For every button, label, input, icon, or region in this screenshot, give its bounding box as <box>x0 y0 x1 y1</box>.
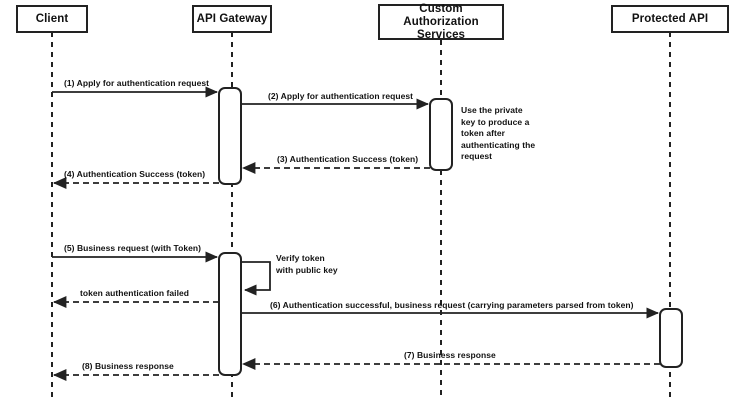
message-arrow-self-verify <box>241 261 271 296</box>
message-label-self-verify: Verify token with public key <box>276 252 338 276</box>
activation-custom-auth-service <box>429 98 453 171</box>
participant-label: Custom Authorization Services <box>403 2 479 41</box>
self-label-line-2: with public key <box>276 265 338 275</box>
participant-label: Client <box>35 12 69 25</box>
note-private-key: Use the private key to produce a token a… <box>461 105 536 161</box>
participant-api-gateway[interactable]: API Gateway <box>192 5 272 33</box>
participant-label: API Gateway <box>196 12 268 25</box>
participant-custom-authorization-services[interactable]: Custom Authorization Services <box>378 2 504 41</box>
participant-client[interactable]: Client <box>16 5 88 33</box>
message-label-token-failed: token authentication failed <box>80 288 190 298</box>
activation-api-gateway-business <box>218 252 242 376</box>
message-label-1: (1) Apply for authentication request <box>64 78 210 88</box>
activation-api-gateway-auth <box>218 87 242 185</box>
participant-protected-api[interactable]: Protected API <box>611 5 729 33</box>
message-label-3: (3) Authentication Success (token) <box>277 154 419 164</box>
message-label-8: (8) Business response <box>82 361 174 371</box>
message-label-6: (6) Authentication successful, business … <box>270 300 634 310</box>
message-label-2: (2) Apply for authentication request <box>268 91 414 101</box>
activation-protected-api <box>659 308 683 368</box>
self-label-line-1: Verify token <box>276 253 325 263</box>
participant-label: Protected API <box>631 12 709 25</box>
message-label-5: (5) Business request (with Token) <box>64 243 202 253</box>
message-label-4: (4) Authentication Success (token) <box>64 169 206 179</box>
message-label-7: (7) Business response <box>404 350 496 360</box>
